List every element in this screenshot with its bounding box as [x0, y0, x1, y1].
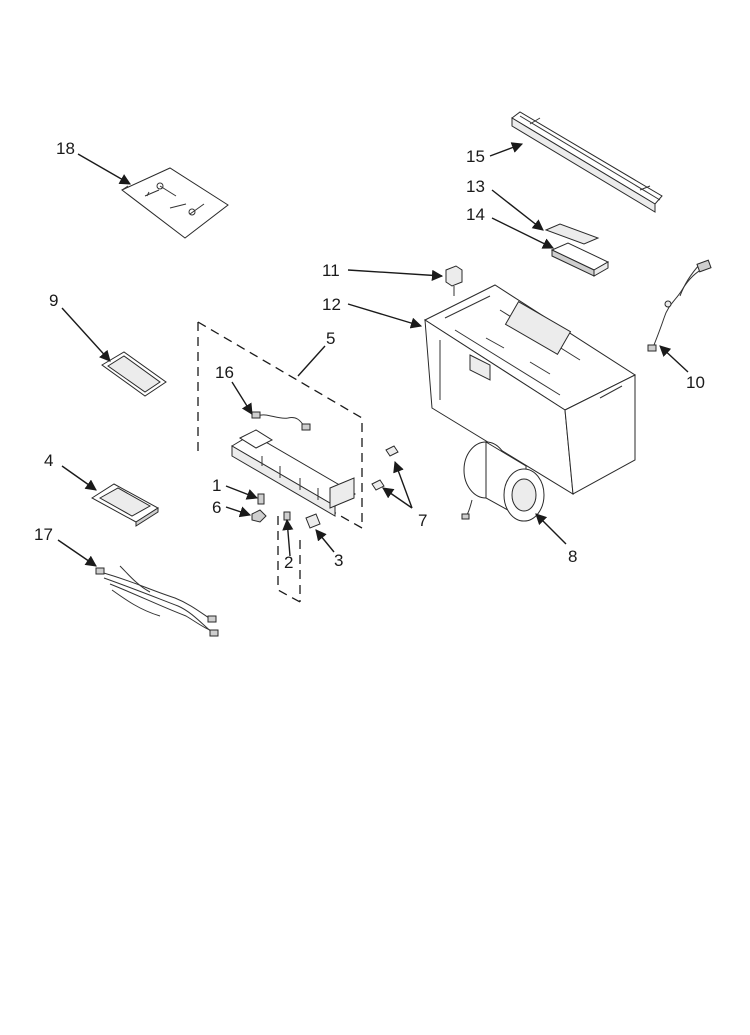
part-14-block [550, 242, 610, 277]
callout-7: 7 [418, 511, 428, 530]
part-18-hardware-bag [121, 167, 229, 239]
callout-6: 6 [212, 498, 222, 517]
part-12-cabinet [423, 284, 637, 495]
callout-2: 2 [284, 553, 294, 572]
callout-16: 16 [215, 363, 234, 382]
part-11-clip [445, 265, 463, 296]
callout-4: 4 [44, 451, 54, 470]
callout-13: 13 [466, 177, 485, 196]
leader-lines [57, 142, 689, 567]
part-9-filter [101, 351, 167, 397]
part-10-power-cord [647, 259, 712, 352]
part-7-clips [371, 445, 399, 491]
part-17-wire-harness [95, 565, 219, 637]
part-3-switch [305, 513, 321, 529]
part-6-component [251, 509, 267, 523]
callout-8: 8 [568, 547, 578, 566]
callout-10: 10 [686, 373, 705, 392]
part-13-strip [544, 223, 600, 245]
control-bracket-assembly [231, 429, 356, 517]
callout-11: 11 [322, 261, 340, 280]
callout-14: 14 [466, 205, 485, 224]
callout-18: 18 [56, 139, 75, 158]
callout-1: 1 [212, 476, 222, 495]
callout-12: 12 [322, 295, 341, 314]
part-16-harness [251, 411, 311, 431]
callout-9: 9 [49, 291, 59, 310]
part-15-rail [511, 111, 663, 213]
part-4-cover [91, 483, 159, 527]
callout-5: 5 [326, 329, 336, 348]
part-1-component [257, 493, 265, 505]
callout-15: 15 [466, 147, 485, 166]
part-8-blower-motor [461, 441, 545, 522]
callout-17: 17 [34, 525, 53, 544]
callout-3: 3 [334, 551, 344, 570]
